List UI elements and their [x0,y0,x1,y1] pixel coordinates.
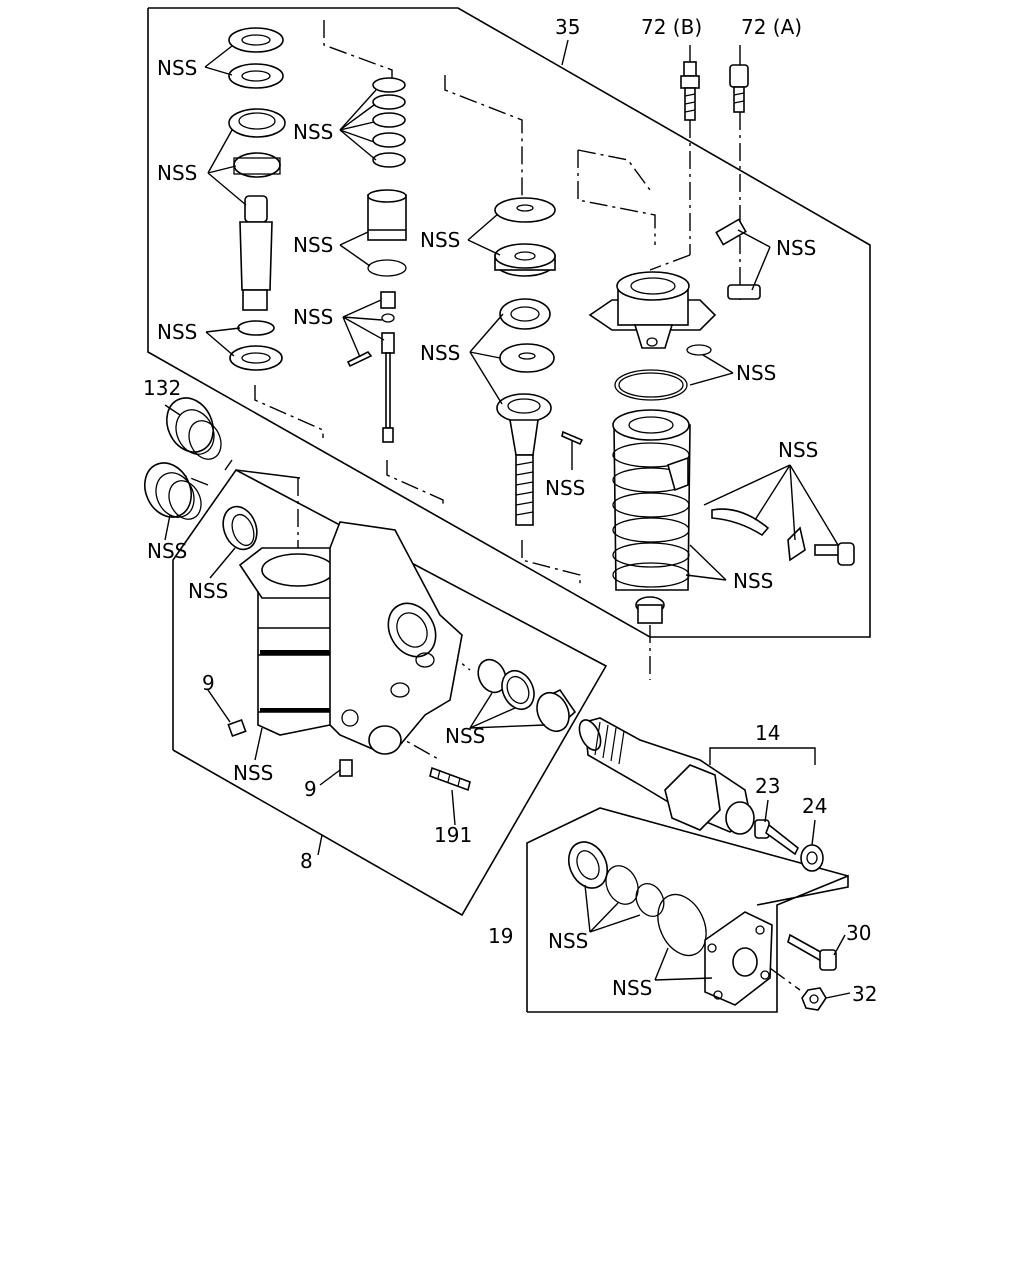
nss-label: NSS [157,161,197,185]
nss-label: NSS [157,56,197,80]
gear-housing [238,521,463,755]
ball-bearing [499,298,555,373]
nss-label: NSS [776,236,816,260]
nut-32 [801,987,827,1011]
nss-label: NSS [733,569,773,593]
plug-screws-9 [227,718,353,777]
label-19: 19 [488,924,513,948]
thrust-washer-upper [228,27,284,89]
valve-rod [346,291,396,443]
label-23: 23 [755,774,780,798]
nss-labels: NSS NSS NSS NSS NSS NSS NSS NSS NSS NSS … [147,56,818,1000]
oil-seal-housing-left [222,505,258,551]
label-32: 32 [852,982,877,1006]
sector-shaft-14 [578,717,755,835]
seal-132 [166,397,222,460]
leader-lines [164,39,851,999]
thrust-washer-lower [229,320,283,371]
label-24: 24 [802,794,827,818]
nss-label: NSS [548,929,588,953]
nss-label: NSS [293,233,333,257]
label-9-lower: 9 [304,777,317,801]
label-30: 30 [846,921,871,945]
nut-24 [800,844,824,872]
bolt-72b [680,61,700,121]
seal-lower-left [144,462,202,520]
stud-191 [429,766,471,792]
sector-shaft [239,195,273,311]
bolt-23 [754,819,800,856]
label-14: 14 [755,721,780,745]
worm-shaft [496,393,584,526]
nss-label: NSS [420,341,460,365]
bolt-30 [787,933,837,971]
o-ring-valve [614,369,688,401]
label-9-upper: 9 [202,671,215,695]
label-132: 132 [143,376,181,400]
group-frame-8 [172,468,608,917]
nss-label: NSS [445,724,485,748]
side-cover-seals [567,841,707,957]
valve-pin-parts [711,508,855,566]
label-72a: 72 (A) [741,15,802,39]
part-number-labels: 35 72 (B) 72 (A) 132 14 23 24 8 9 9 191 … [143,15,877,1006]
nss-label: NSS [420,228,460,252]
nss-label: NSS [157,320,197,344]
label-35: 35 [555,15,580,39]
nss-label: NSS [612,976,652,1000]
nss-label: NSS [778,438,818,462]
piston-sleeve [367,189,407,277]
seal-ring-stack [372,77,406,168]
bearing-upper [228,108,286,178]
label-72b: 72 (B) [641,15,702,39]
valve-housing [588,271,717,356]
nss-label: NSS [293,305,333,329]
nss-label: NSS [736,361,776,385]
nss-label: NSS [188,579,228,603]
control-valve-body [612,409,691,591]
group-frame-14-19 [526,807,849,1013]
nss-label: NSS [233,761,273,785]
bolt-72a [729,64,749,113]
side-cover [704,911,773,1006]
bearing-plate [494,197,556,277]
nss-label: NSS [293,120,333,144]
label-8: 8 [300,849,313,873]
bearing-set-side [477,658,577,733]
nss-label: NSS [147,539,187,563]
valve-end-fitting [635,596,665,624]
label-191: 191 [434,823,472,847]
nss-label: NSS [545,476,585,500]
group-frame-35 [147,7,871,638]
